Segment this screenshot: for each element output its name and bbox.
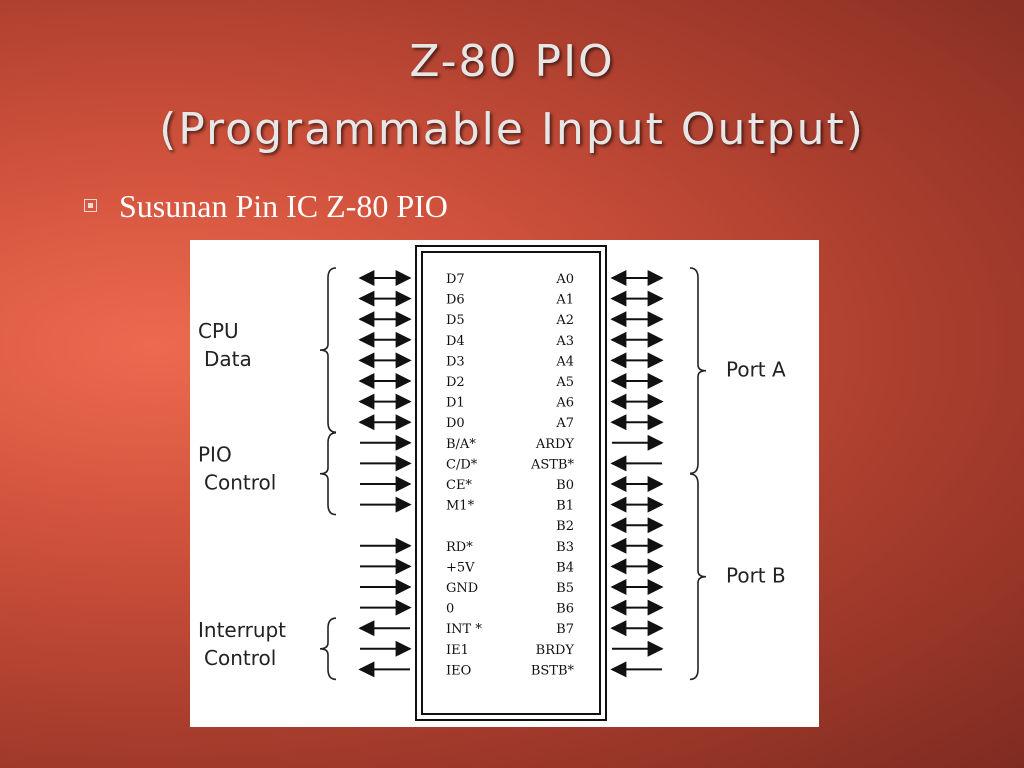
- pin-label-left: IEO: [446, 663, 471, 678]
- pin-label-right: B4: [556, 560, 574, 575]
- pin-label-left: RD*: [446, 540, 473, 555]
- group-label-left: Control: [204, 646, 276, 670]
- group-brace: [319, 617, 337, 681]
- group-label-left: Control: [204, 471, 276, 495]
- bullet-text: Susunan Pin IC Z-80 PIO: [119, 188, 448, 224]
- pin-label-left: D0: [446, 416, 465, 431]
- pin-label-left: GND: [446, 581, 478, 596]
- pin-label-left: D3: [446, 354, 465, 369]
- pin-label-right: A6: [555, 396, 574, 411]
- pin-label-right: A3: [555, 334, 574, 349]
- group-brace: [689, 473, 707, 681]
- pin-label-right: ASTB*: [530, 457, 575, 472]
- pin-label-right: B0: [556, 478, 574, 493]
- pin-label-right: A0: [555, 272, 574, 287]
- chip-outline-inner: [421, 251, 601, 715]
- group-label-left: PIO: [198, 443, 232, 467]
- pin-label-left: D2: [446, 375, 465, 390]
- pin-label-left: +5V: [446, 560, 475, 575]
- pin-label-right: B6: [556, 602, 574, 617]
- pin-label-left: D7: [446, 272, 465, 287]
- slide-title: Z-80 PIO: [409, 36, 615, 87]
- pin-label-right: A4: [555, 354, 574, 369]
- pin-label-right: B7: [556, 622, 574, 637]
- group-brace: [319, 267, 337, 433]
- bullet-item: Susunan Pin IC Z-80 PIO: [84, 188, 448, 225]
- group-label-left: Data: [204, 347, 252, 371]
- pin-label-left: 0: [446, 602, 454, 617]
- group-brace: [689, 267, 707, 475]
- pin-label-right: BSTB*: [531, 663, 575, 678]
- pin-label-left: CE*: [446, 478, 472, 493]
- square-bullet-icon: [84, 199, 97, 213]
- pin-label-right: A5: [555, 375, 574, 390]
- group-label-left: CPU: [198, 319, 239, 343]
- slide-subtitle: (Programmable Input Output): [159, 104, 865, 155]
- pin-label-right: B1: [556, 499, 574, 514]
- group-label-left: Interrupt: [198, 618, 286, 642]
- pin-label-left: INT *: [446, 622, 482, 637]
- pin-label-right: BRDY: [536, 643, 575, 658]
- group-label-right: Port B: [726, 564, 786, 588]
- pin-label-left: D4: [446, 334, 465, 349]
- pin-label-right: A7: [555, 416, 574, 431]
- pin-label-right: B3: [556, 540, 574, 555]
- pin-label-left: M1*: [446, 499, 475, 514]
- pin-label-left: D6: [446, 293, 465, 308]
- pin-label-right: B2: [556, 519, 574, 534]
- pin-label-left: D5: [446, 313, 465, 328]
- group-brace: [319, 432, 337, 516]
- pin-label-right: A1: [555, 293, 574, 308]
- pin-label-right: ARDY: [535, 437, 575, 452]
- pin-label-right: A2: [555, 313, 574, 328]
- group-label-right: Port A: [726, 358, 786, 382]
- chip-outline-outer: [415, 245, 607, 721]
- pin-label-left: IE1: [446, 643, 469, 658]
- pin-label-right: B5: [556, 581, 574, 596]
- pin-label-left: D1: [446, 396, 465, 411]
- pin-label-left: C/D*: [446, 457, 478, 472]
- pin-label-left: B/A*: [446, 437, 476, 452]
